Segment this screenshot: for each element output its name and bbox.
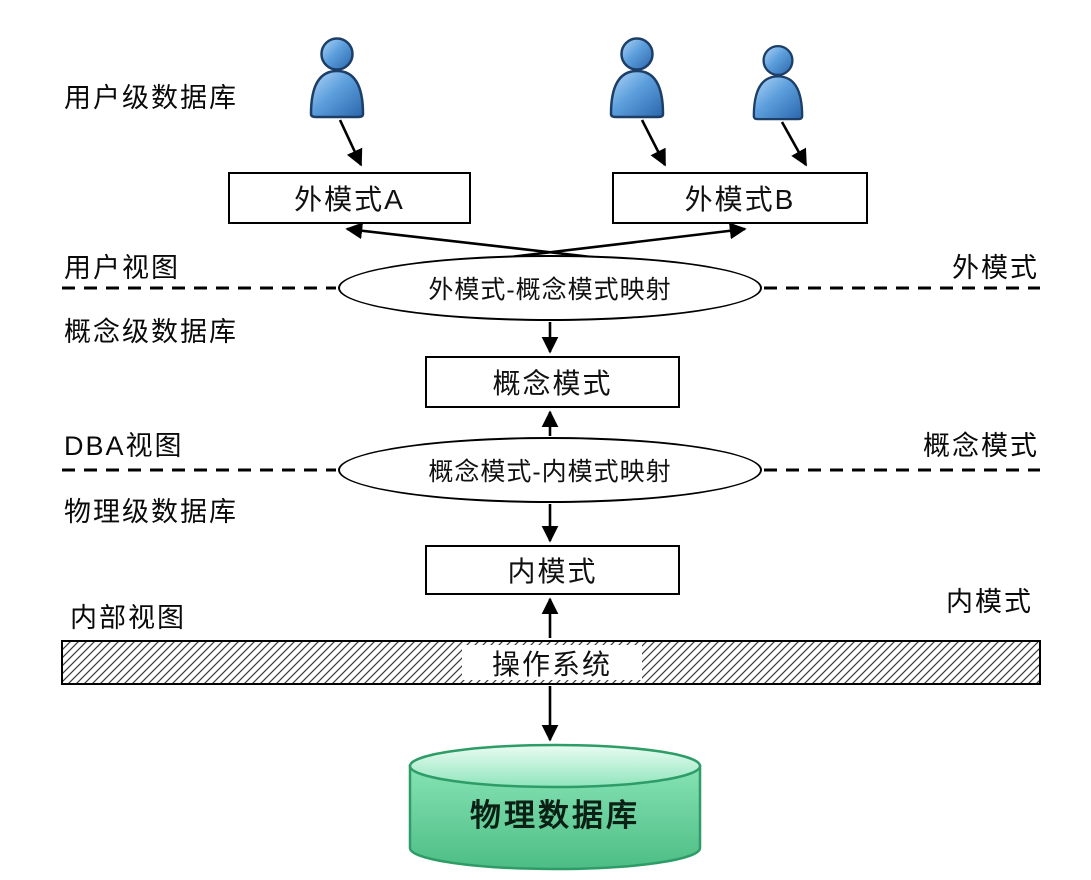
arrow-user2-to-external-b xyxy=(640,119,667,167)
label-user-view: 用户视图 xyxy=(64,253,180,283)
arrow-user3-to-external-b xyxy=(780,121,808,167)
box-external-schema-a: 外模式A xyxy=(228,172,471,224)
arrow-user1-to-external-a xyxy=(338,119,363,167)
label-conceptual-schema-right: 概念模式 xyxy=(923,431,1039,461)
label-physical-level-db: 物理级数据库 xyxy=(64,497,238,527)
box-conceptual-schema: 概念模式 xyxy=(425,356,680,408)
label-internal-schema-right: 内模式 xyxy=(946,587,1033,617)
arrow-mapping1-to-external-a xyxy=(345,222,601,260)
label-operating-system: 操作系统 xyxy=(462,645,642,680)
label-dba-view: DBA视图 xyxy=(64,431,184,461)
label-conceptual-level-db: 概念级数据库 xyxy=(64,317,238,347)
cylinder-top xyxy=(408,743,702,789)
user-icon xyxy=(309,37,365,119)
box-external-schema-b: 外模式B xyxy=(612,172,868,224)
label-user-level-db: 用户级数据库 xyxy=(64,83,238,113)
cylinder-body xyxy=(408,764,702,871)
box-internal-schema: 内模式 xyxy=(425,545,680,595)
ellipse-external-conceptual-mapping: 外模式-概念模式映射 xyxy=(338,255,762,321)
user-icon xyxy=(752,44,804,121)
label-external-schema-right: 外模式 xyxy=(952,253,1039,283)
label-physical-database: 物理数据库 xyxy=(470,798,640,833)
arrow-mapping1-to-external-b xyxy=(501,222,747,260)
ellipse-conceptual-internal-mapping: 概念模式-内模式映射 xyxy=(338,437,762,503)
label-internal-view: 内部视图 xyxy=(70,603,186,633)
user-icon xyxy=(609,37,665,119)
